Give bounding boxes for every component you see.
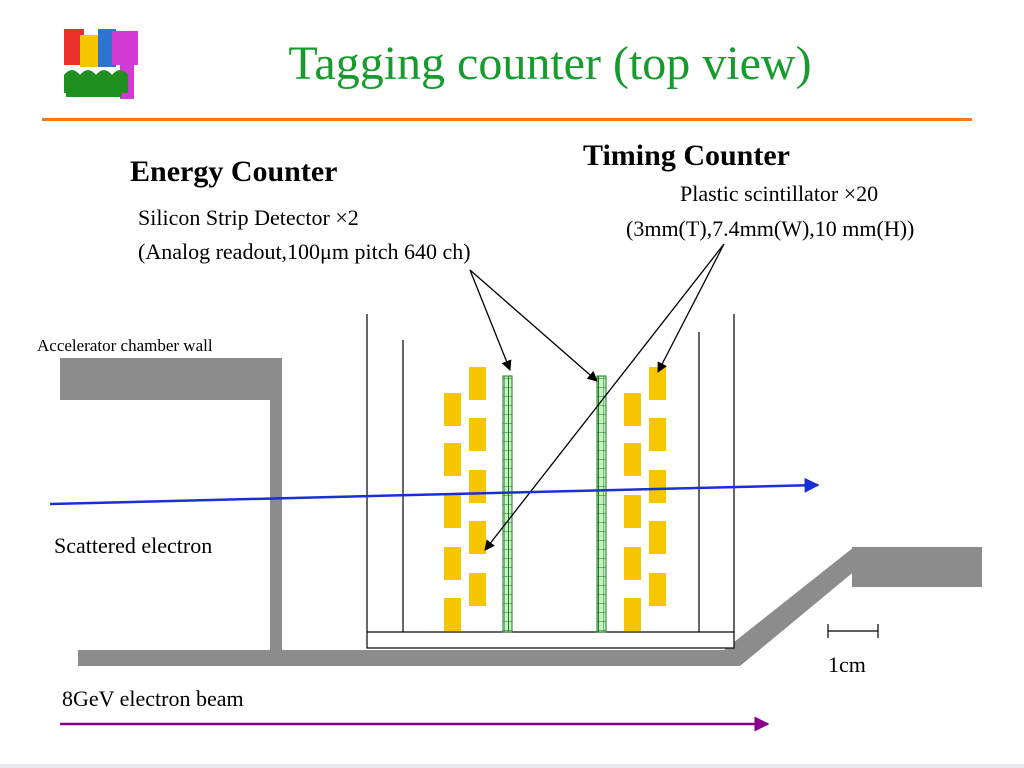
plastic-details: (3mm(T),7.4mm(W),10 mm(H)): [626, 216, 915, 241]
chamber-wall-vertical: [270, 400, 282, 650]
ssd-description: Silicon Strip Detector ×2: [138, 205, 359, 230]
scintillator: [469, 418, 486, 451]
scintillator: [469, 521, 486, 554]
scintillator: [444, 547, 461, 580]
energy-counter-heading: Energy Counter: [130, 155, 338, 188]
detector-box: [366, 314, 735, 649]
scattered-electron-label: Scattered electron: [54, 533, 213, 558]
ssd-arrow-right: [469, 269, 598, 382]
plastic-description: Plastic scintillator ×20: [680, 181, 879, 206]
chamber-wall-slope: [724, 547, 868, 666]
scintillator: [469, 367, 486, 400]
chamber-wall-top: [60, 358, 282, 400]
ssd-arrow-left: [469, 269, 512, 371]
logo-icon: [64, 29, 138, 99]
scintillator: [649, 521, 666, 554]
scattered-electron-arrow: [49, 477, 820, 506]
title-divider: [42, 118, 972, 121]
scintillator: [649, 573, 666, 606]
annotation-arrows: [469, 243, 725, 551]
plastic-arrow-right: [657, 243, 725, 373]
chamber-wall-label: Accelerator chamber wall: [37, 336, 213, 355]
scintillator: [649, 418, 666, 451]
chamber-wall-bottom: [78, 650, 726, 666]
timing-counter-heading: Timing Counter: [583, 139, 790, 172]
detector-base: [366, 631, 735, 649]
silicon-strip-detector-right: [596, 375, 607, 633]
scale-label: 1cm: [828, 652, 866, 677]
scintillator: [444, 393, 461, 426]
page-title: Tagging counter (top view): [288, 37, 812, 90]
scintillator: [649, 367, 666, 400]
chamber-wall: [60, 358, 982, 666]
silicon-strip-detector-left: [502, 375, 513, 633]
scintillator: [624, 443, 641, 476]
scale-bar: [827, 624, 879, 638]
plastic-arrow-left: [484, 243, 725, 551]
scintillator: [444, 495, 461, 528]
scintillators-left: [444, 367, 486, 631]
footer-bar: [0, 764, 1024, 768]
scintillator: [469, 573, 486, 606]
scintillator: [444, 598, 461, 631]
ssd-details: (Analog readout,100μm pitch 640 ch): [138, 239, 471, 264]
beam-label: 8GeV electron beam: [62, 686, 244, 711]
scintillator: [469, 470, 486, 503]
scintillator: [624, 547, 641, 580]
scintillator: [624, 393, 641, 426]
scintillator: [624, 598, 641, 631]
chamber-wall-right: [852, 547, 982, 587]
scintillator: [624, 495, 641, 528]
scintillators-right: [624, 367, 666, 631]
scintillator: [649, 470, 666, 503]
scintillator: [444, 443, 461, 476]
